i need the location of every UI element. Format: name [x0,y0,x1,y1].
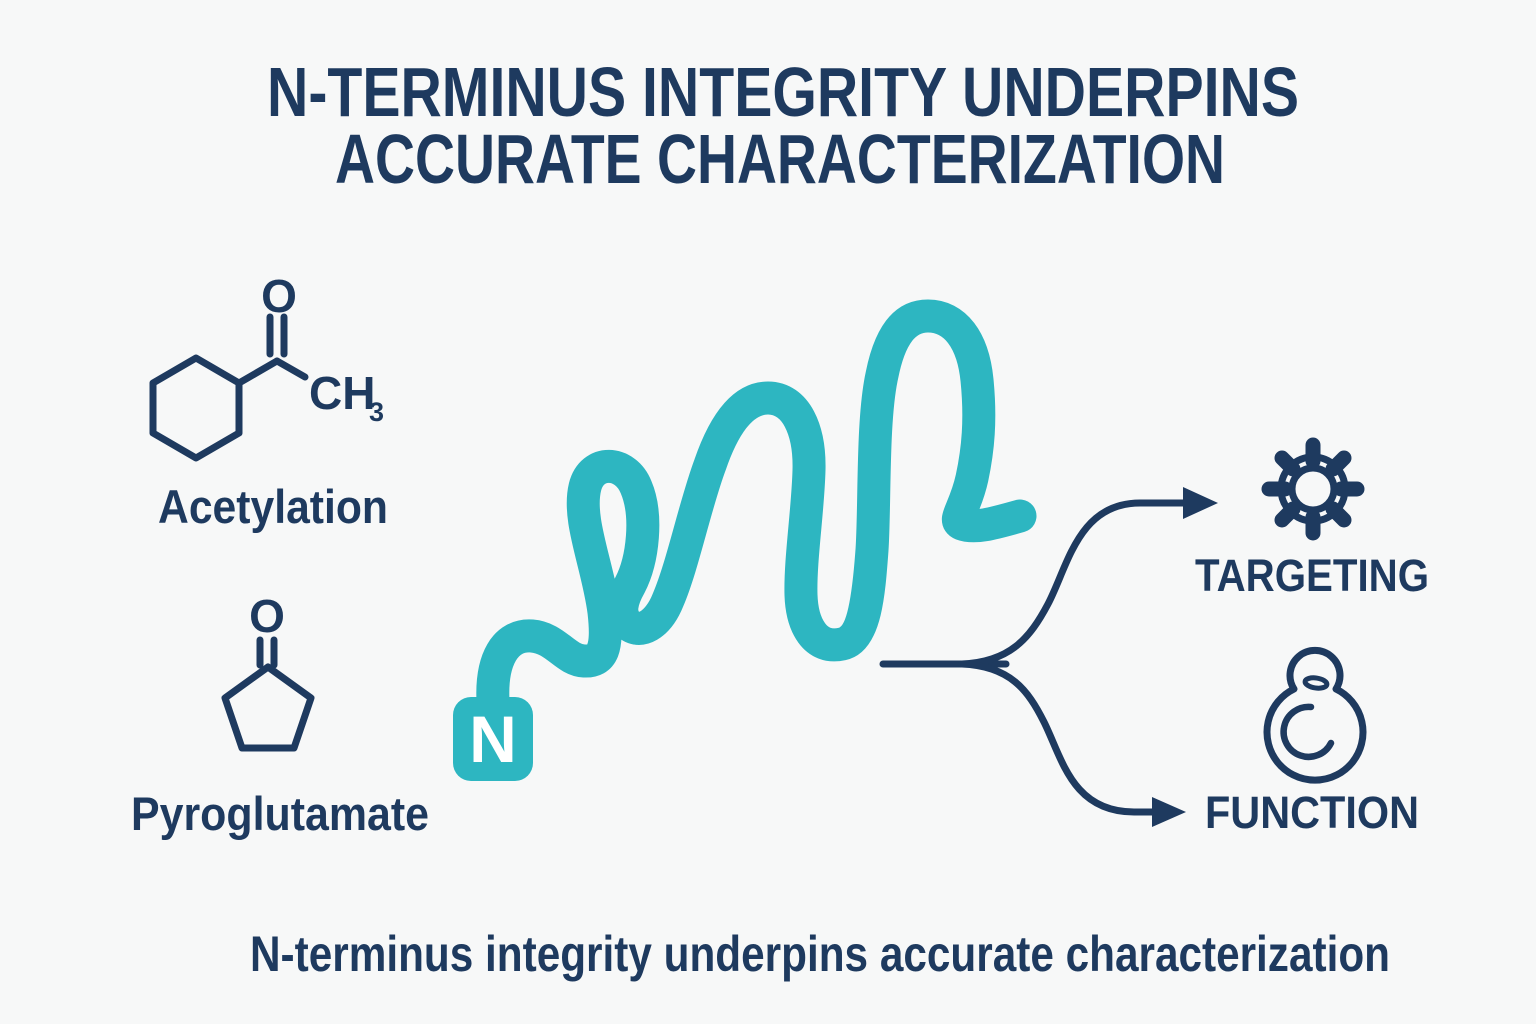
oxygen-atom-label: O [249,590,285,642]
targeting-label: TARGETING [1195,550,1429,601]
pyroglutamate-structure-icon: O [221,590,315,752]
lower-arrowhead-icon [1152,797,1186,827]
methyl-subscript-label: 3 [369,397,384,427]
gear-icon [1261,437,1365,541]
page-title-line1: N-TERMINUS INTEGRITY UNDERPINS [267,53,1299,131]
n-terminus-badge: N [453,697,533,781]
upper-arrowhead-icon [1183,487,1218,519]
cell-function-icon [1263,646,1367,784]
fork-upper-branch [958,499,1187,668]
gear-body [1277,453,1349,525]
methyl-group-label: CH [309,367,375,419]
gear-hole [1288,464,1338,514]
acetylation-structure-icon: O CH 3 [149,270,384,462]
cell-nucleolus [1302,675,1330,691]
function-label: FUNCTION [1205,787,1419,838]
pyrrolidone-ring [221,663,315,752]
n-terminus-box [453,697,533,781]
carbonyl-methyl-bond [273,357,309,381]
bottom-caption: N-terminus integrity underpins accurate … [250,926,1390,982]
protein-chain-squiggle [476,299,1037,718]
pyroglutamate-label: Pyroglutamate [131,787,429,840]
ring-carbonyl-bond [235,357,281,387]
cell-inner-curve [1280,703,1335,761]
cell-blob-outline [1263,646,1367,784]
page-title-line2: ACCURATE CHARACTERIZATION [335,120,1225,198]
oxygen-atom-label: O [261,270,297,322]
fork-arrows [879,487,1218,827]
acetylation-label: Acetylation [158,480,388,533]
fork-lower-branch [958,660,1156,816]
n-terminus-label: N [469,702,517,776]
